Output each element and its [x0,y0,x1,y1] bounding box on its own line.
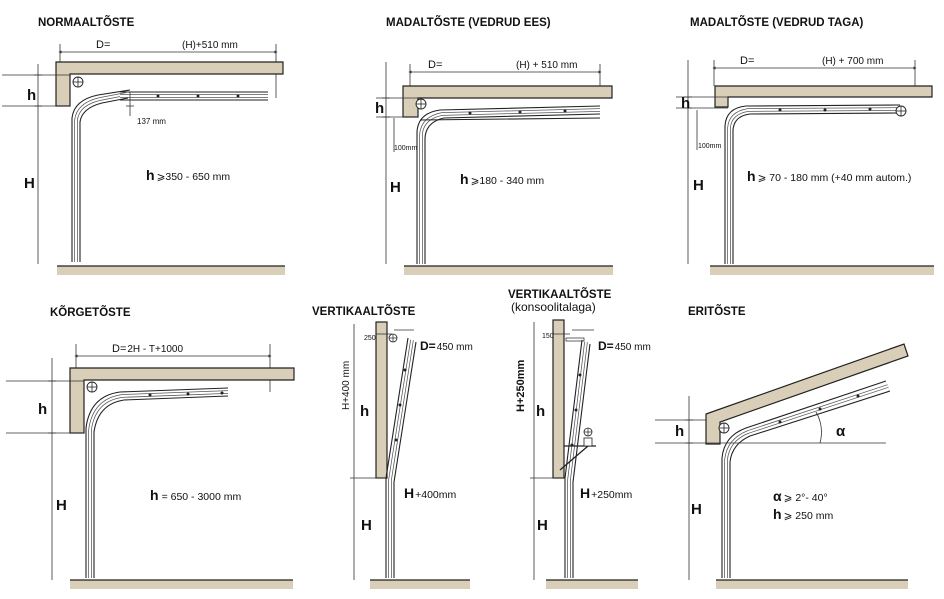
H-label: H [693,177,704,194]
h-label: h [38,401,47,418]
alpha-label: α [836,423,846,440]
h-label: h [536,403,545,420]
gap-dim: 100mm [698,143,722,150]
h-value: H+250mm [580,485,633,501]
panel-title: VERTIKAALTÕSTE [508,288,612,301]
gap-dim: 137 mm [137,117,166,126]
alpha-value: α⩾ 2°- 40° [773,488,828,504]
d-label: D= [428,59,442,71]
H-label: H [390,179,401,196]
side-dim: H+250mm [515,359,527,412]
panel-madaltoste-taga: MADALTÕSTE (VEDRUD TAGA) D= (H) + 700 mm… [676,16,934,275]
panel-normaaltoste: NORMAALTÕSTE D= (H)+510 mm h H 137 mm [2,16,285,275]
gap-dim: 100mm [394,145,418,152]
panel-title: MADALTÕSTE (VEDRUD TAGA) [690,16,864,29]
h-label: h [27,87,36,104]
h-value: H+400mm [404,485,457,501]
d-label: D= [740,55,754,67]
d-value: (H) + 510 mm [516,60,577,71]
d-label: D= [96,39,110,51]
h-label: h [360,403,369,420]
d-value: (H)+510 mm [182,40,238,51]
d-value: D=2H - T+1000 [112,343,183,355]
d-value: D=450 mm [598,339,651,353]
panel-korgetoste: KÕRGETÕSTE D=2H - T+1000 h H h= 650 - 30… [6,306,295,589]
H-label: H [24,175,35,192]
h-value: h⩾350 - 650 mm [146,167,230,183]
H-label: H [56,497,67,514]
small-dim: 250 [364,335,376,342]
H-label: H [361,517,372,534]
panel-eritoste: ERITÕSTE α h H α⩾ 2°- 40° h⩾ 250 mm [655,305,909,589]
d-value: D=450 mm [420,339,473,353]
lintel-wall [69,367,295,434]
d-value: (H) + 700 mm [822,56,883,67]
panel-vertikaaltoste-konsool: VERTIKAALTÕSTE (konsoolitalaga) 150 D=45… [508,288,651,589]
panel-title: ERITÕSTE [688,305,746,318]
h-label: h [681,95,690,112]
H-label: H [537,517,548,534]
wall-column [552,319,565,479]
panel-subtitle: (konsoolitalaga) [511,300,596,314]
panel-title: VERTIKAALTÕSTE [312,305,416,318]
side-dim: H+400 mm [341,361,352,410]
panel-madaltoste-ees: MADALTÕSTE (VEDRUD EES) D= (H) + 510 mm … [375,16,613,275]
lintel-wall [714,85,933,108]
panel-title: NORMAALTÕSTE [38,16,135,29]
h-label: h [375,100,384,117]
h-value: h⩾ 70 - 180 mm (+40 mm autom.) [747,168,911,184]
lintel-wall [55,61,284,107]
panel-title: KÕRGETÕSTE [50,306,131,319]
wall-column [375,321,388,479]
h-value: h= 650 - 3000 mm [150,487,241,503]
h-value: h⩾ 250 mm [773,506,833,522]
panel-title: MADALTÕSTE (VEDRUD EES) [386,16,551,29]
H-label: H [691,501,702,518]
sloped-roof [705,343,909,445]
small-dim: 150 [542,333,554,340]
panel-vertikaaltoste: VERTIKAALTÕSTE 250 D=450 mm H+400 mm h H… [312,305,473,589]
h-label: h [675,423,684,440]
h-value: h⩾180 - 340 mm [460,171,544,187]
